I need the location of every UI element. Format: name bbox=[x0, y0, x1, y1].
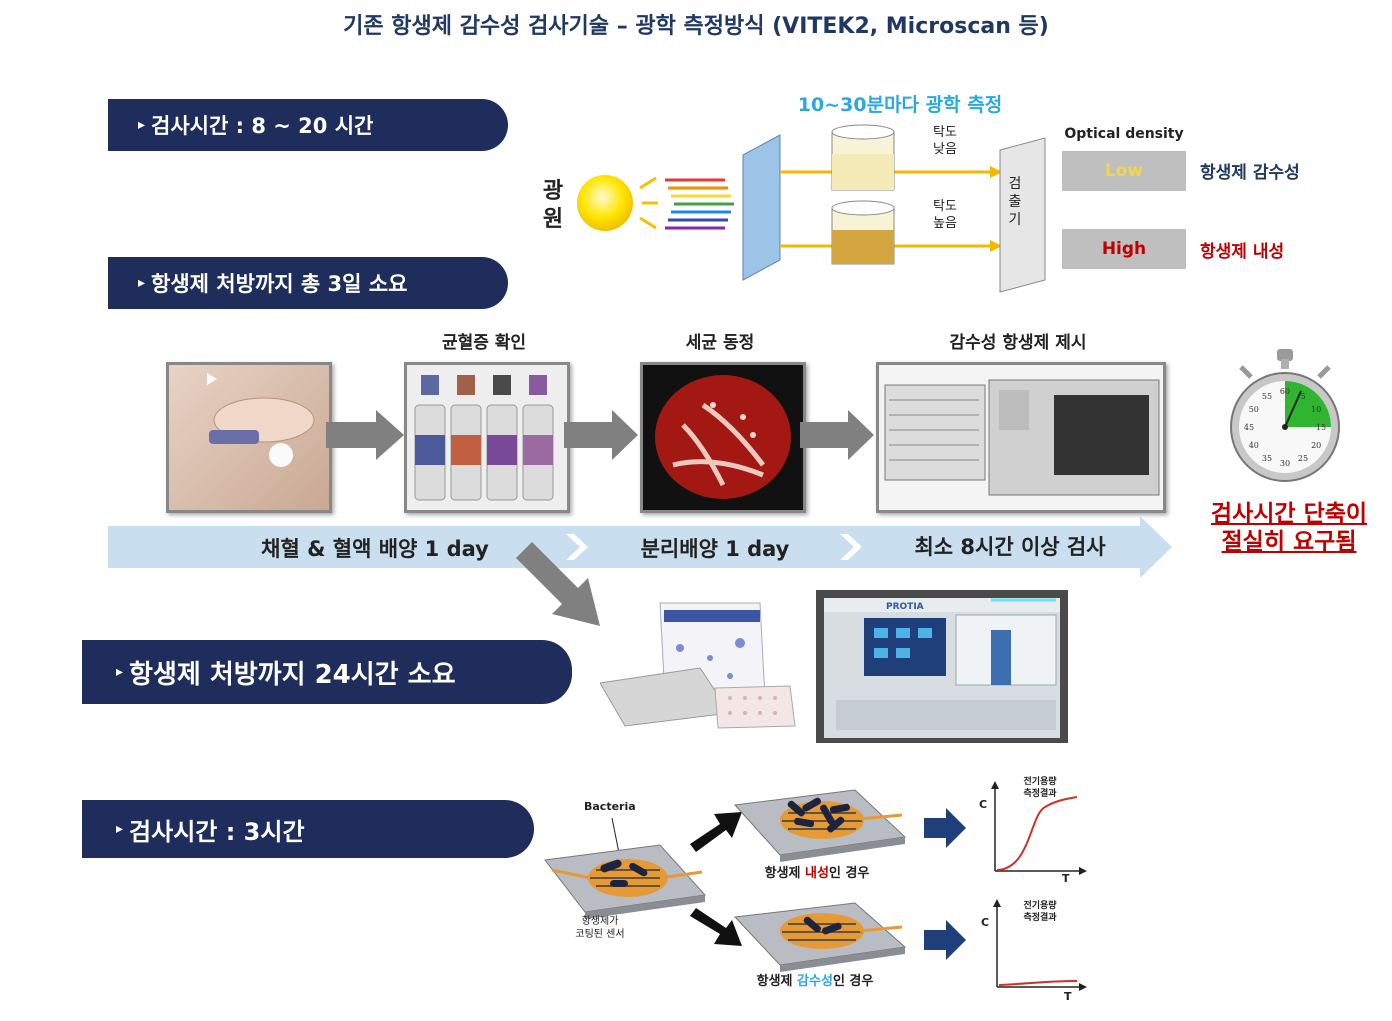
result-resistant: 항생제 내성 bbox=[1200, 242, 1285, 262]
stopwatch-number: 40 bbox=[1249, 441, 1259, 450]
stopwatch-number: 55 bbox=[1262, 392, 1272, 401]
graph-sensitive bbox=[993, 899, 1087, 991]
protia-instrument-photo: PROTIA bbox=[816, 590, 1068, 743]
down-arrow bbox=[516, 542, 600, 626]
timeline-phase1: 채혈 & 혈액 배양 1 day bbox=[261, 537, 489, 561]
sensitive-case-label: 항생제 감수성인 경우 bbox=[756, 974, 874, 989]
stopwatch-number: 5 bbox=[1300, 392, 1305, 401]
triangle-icon: ▸ bbox=[138, 117, 146, 133]
result-sensitive: 항생제 감수성 bbox=[1200, 163, 1300, 183]
stopwatch-number: 15 bbox=[1316, 423, 1326, 432]
test-kit-photo bbox=[599, 598, 800, 733]
sensor-chip-sensitive bbox=[733, 902, 907, 972]
urgent-note: 검사시간 단축이 절실히 요구됨 bbox=[1210, 501, 1368, 555]
stopwatch-number: 45 bbox=[1244, 423, 1254, 432]
prescription-old-pill: ▸ 항생제 처방까지 총 3일 소요 bbox=[108, 257, 508, 309]
stopwatch-number: 60 bbox=[1280, 387, 1290, 396]
step2-label: 균혈증 확인 bbox=[441, 333, 527, 353]
test-time-old-label: 검사시간 : 8 ~ 20 시간 bbox=[151, 114, 374, 138]
graph-sensitive-title: 전기용량 측정결과 bbox=[1023, 901, 1057, 923]
graph-resistant-y-axis: C bbox=[979, 798, 988, 811]
black-arrow-down bbox=[690, 908, 742, 946]
detector-label: 검 출 기 bbox=[1008, 176, 1022, 228]
test-time-new-pill: ▸ 검사시간 : 3시간 bbox=[82, 800, 534, 858]
od-high-box: High bbox=[1062, 229, 1186, 269]
step3-label: 세균 동정 bbox=[685, 333, 755, 353]
stopwatch-number: 25 bbox=[1298, 454, 1308, 463]
graph-resistant bbox=[991, 781, 1087, 875]
blood-draw-photo bbox=[166, 362, 332, 513]
blue-arrow bbox=[924, 808, 966, 848]
turbidity-low-label: 탁도 낮음 bbox=[933, 125, 957, 157]
test-time-new-label: 검사시간 : 3시간 bbox=[129, 817, 305, 846]
spectrum-icon bbox=[665, 178, 734, 230]
stopwatch-number: 30 bbox=[1280, 459, 1290, 468]
beaker-low-turbidity bbox=[831, 124, 895, 191]
beaker-high-turbidity bbox=[831, 200, 895, 265]
step-arrow bbox=[564, 410, 638, 460]
blue-arrow bbox=[924, 920, 966, 960]
sensor-chip-main bbox=[544, 817, 706, 919]
stopwatch-number: 35 bbox=[1262, 454, 1272, 463]
graph-resistant-title: 전기용량 측정결과 bbox=[1023, 777, 1057, 799]
optical-measure-label: 10~30분마다 광학 측정 bbox=[797, 94, 1003, 116]
graph-sensitive-x-axis: T bbox=[1064, 990, 1072, 1003]
detector-plate bbox=[999, 137, 1046, 293]
agar-plate-photo bbox=[640, 362, 806, 513]
prescription-new-pill: ▸ 항생제 처방까지 24시간 소요 bbox=[82, 640, 572, 704]
black-arrow-up bbox=[690, 812, 742, 852]
od-header: Optical density bbox=[1064, 126, 1184, 142]
filter-plate bbox=[742, 134, 781, 281]
graph-sensitive-y-axis: C bbox=[981, 916, 990, 929]
resistant-case-label: 항생제 내성인 경우 bbox=[764, 866, 870, 881]
test-time-old-pill: ▸ 검사시간 : 8 ~ 20 시간 bbox=[108, 99, 508, 151]
sensor-chip-resistant bbox=[733, 789, 907, 862]
turbidity-high-label: 탁도 높음 bbox=[933, 199, 957, 231]
bacteria-label: Bacteria bbox=[584, 800, 636, 813]
timeline-phase2: 분리배양 1 day bbox=[640, 537, 790, 561]
vitek-instrument-photo bbox=[876, 362, 1166, 513]
blood-culture-bottles-photo bbox=[404, 362, 570, 513]
page-title: 기존 항생제 감수성 검사기술 – 광학 측정방식 (VITEK2, Micro… bbox=[343, 14, 1049, 39]
prescription-old-label: 항생제 처방까지 총 3일 소요 bbox=[151, 272, 408, 296]
optical-diagram bbox=[577, 124, 1046, 293]
stopwatch-number: 20 bbox=[1311, 441, 1321, 450]
stopwatch-number: 50 bbox=[1249, 405, 1259, 414]
timeline-arrow bbox=[108, 516, 1172, 578]
instrument-brand: PROTIA bbox=[886, 602, 924, 612]
stopwatch-number: 10 bbox=[1311, 405, 1321, 414]
step4-label: 감수성 항생제 제시 bbox=[949, 333, 1087, 353]
timeline-phase3: 최소 8시간 이상 검사 bbox=[914, 535, 1106, 559]
sun-icon bbox=[577, 175, 633, 231]
step-arrow bbox=[326, 410, 404, 460]
graph-resistant-x-axis: T bbox=[1062, 872, 1070, 885]
triangle-icon: ▸ bbox=[138, 275, 146, 291]
prescription-new-label: 항생제 처방까지 24시간 소요 bbox=[129, 659, 456, 690]
triangle-icon: ▸ bbox=[116, 664, 124, 680]
triangle-icon: ▸ bbox=[116, 821, 124, 837]
od-low-box: Low bbox=[1062, 151, 1186, 191]
light-source-label: 광원 bbox=[542, 179, 564, 232]
sensor-label: 항생제가 코팅된 센서 bbox=[575, 916, 625, 940]
step-arrow bbox=[800, 410, 874, 460]
